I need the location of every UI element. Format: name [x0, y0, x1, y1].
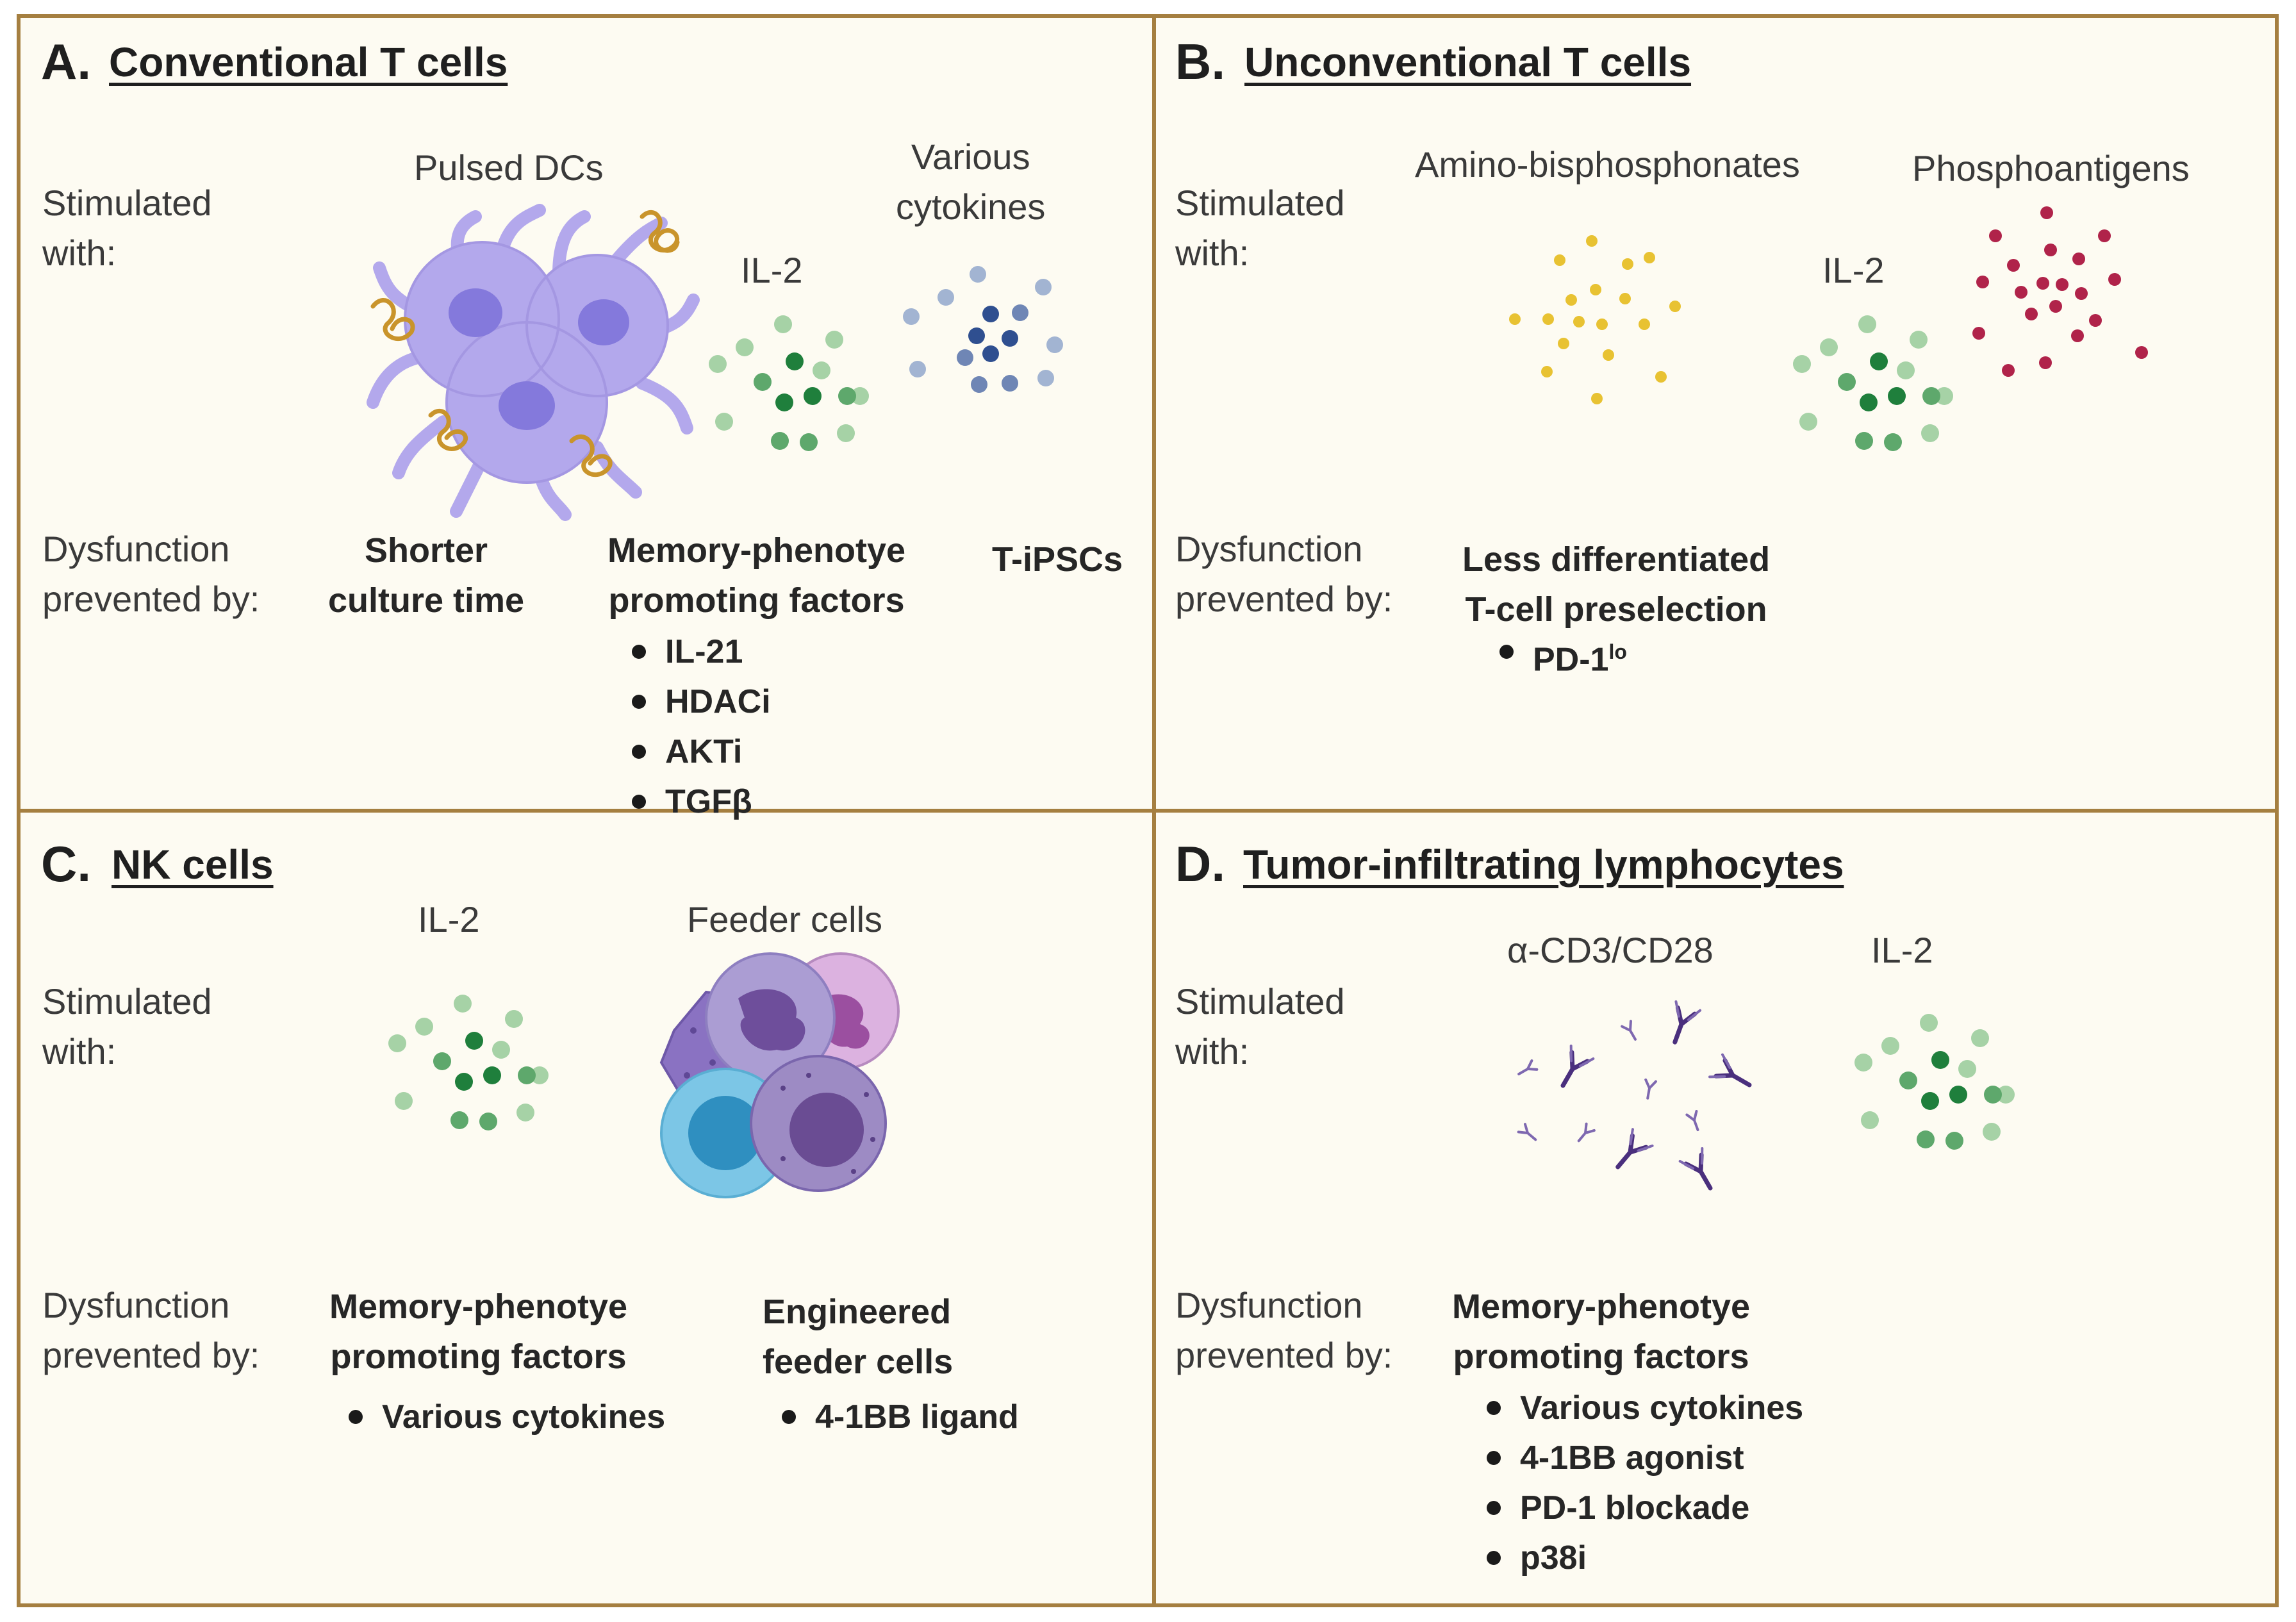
list-item: Various cytokines — [1484, 1383, 1803, 1433]
prevention-memory-factors: Memory-phenotye promoting factors — [1452, 1287, 1751, 1376]
prevention-shorter-culture: Shorter culture time — [328, 531, 525, 620]
stimulus-il2: IL-2 — [741, 250, 803, 290]
stimulus-il2: IL-2 — [418, 899, 480, 939]
dendritic-cells-illustration — [367, 204, 700, 521]
prevention-memory-factors: Memory-phenotye promoting factors — [329, 1287, 628, 1376]
panel-letter: C. — [41, 836, 91, 892]
panel-title: Unconventional T cells — [1244, 39, 1692, 85]
pd1-text: PD-1 — [1533, 641, 1609, 679]
stimulus-anti-cd3-cd28: α-CD3/CD28 — [1507, 930, 1714, 970]
stimulus-amino-bisphosphonates: Amino-bisphosphonates — [1415, 144, 1800, 185]
feeder-cell-list: 4-1BB ligand — [779, 1392, 1019, 1442]
il2-cytokine-dots — [1854, 1014, 2015, 1150]
panel-title: NK cells — [111, 841, 274, 888]
list-item: AKTi — [629, 727, 771, 777]
list-item: TGFβ — [629, 777, 771, 827]
prevention-t-ipscs: T-iPSCs — [992, 540, 1123, 579]
stimulated-with-label: Stimulated with: — [42, 183, 212, 273]
il2-cytokine-dots — [388, 995, 549, 1130]
prevention-less-differentiated: Less differentiated T-cell preselection — [1462, 540, 1771, 629]
stimulus-various-cytokines: Various cytokines — [896, 137, 1046, 227]
il2-cytokine-dots — [709, 315, 869, 451]
panel-conventional-t-cells: A. Conventional T cells Stimulated with:… — [21, 18, 1152, 820]
list-item: PD-1 blockade — [1484, 1483, 1803, 1533]
prevention-engineered-feeder: Engineered feeder cells — [763, 1293, 954, 1381]
list-item: Various cytokines — [346, 1392, 665, 1442]
panel-nk-cells: C. NK cells Stimulated with: IL-2 Feeder… — [21, 813, 1152, 1607]
panel-letter: B. — [1175, 33, 1225, 90]
il2-cytokine-dots — [1793, 315, 1953, 451]
figure-canvas: A. Conventional T cells Stimulated with:… — [17, 14, 2279, 1607]
various-cytokines-dots — [903, 266, 1063, 393]
stimulus-phosphoantigens: Phosphoantigens — [1912, 148, 2190, 188]
list-item: IL-21 — [629, 627, 771, 677]
panel-letter: D. — [1175, 836, 1225, 892]
list-item: PD-1lo — [1497, 627, 1627, 684]
memory-factor-list: IL-21 HDACi AKTi TGFβ — [629, 627, 771, 827]
feeder-cells-illustration — [659, 952, 900, 1198]
antibody-illustration — [1515, 998, 1784, 1204]
panel-title: Tumor-infiltrating lymphocytes — [1243, 841, 1844, 888]
stimulated-with-label: Stimulated with: — [1175, 183, 1345, 273]
stimulated-with-label: Stimulated with: — [1175, 981, 1345, 1072]
phosphoantigen-dots — [1972, 206, 2148, 377]
dysfunction-prevented-label: Dysfunction prevented by: — [1175, 529, 1393, 619]
panel-tumor-infiltrating-lymphocytes: D. Tumor-infiltrating lymphocytes Stimul… — [1156, 813, 2279, 1607]
bisphosphonate-dots — [1509, 235, 1681, 404]
list-item: HDACi — [629, 677, 771, 727]
dysfunction-prevented-label: Dysfunction prevented by: — [1175, 1285, 1393, 1375]
list-item: 4-1BB agonist — [1484, 1433, 1803, 1483]
til-memory-factor-list: Various cytokines 4-1BB agonist PD-1 blo… — [1484, 1383, 1803, 1583]
panel-unconventional-t-cells: B. Unconventional T cells Stimulated wit… — [1156, 18, 2279, 809]
panel-title: Conventional T cells — [109, 39, 508, 85]
stimulated-with-label: Stimulated with: — [42, 981, 212, 1072]
stimulus-feeder-cells: Feeder cells — [687, 899, 883, 939]
nk-memory-factor-list: Various cytokines — [346, 1392, 665, 1442]
panel-letter: A. — [41, 33, 91, 90]
list-item: 4-1BB ligand — [779, 1392, 1019, 1442]
stimulus-il2: IL-2 — [1871, 930, 1933, 970]
pd1-superscript: lo — [1608, 640, 1627, 663]
horizontal-divider — [21, 809, 2275, 813]
stimulus-pulsed-dcs: Pulsed DCs — [414, 147, 604, 188]
preselection-list: PD-1lo — [1497, 627, 1627, 684]
stimulus-il2: IL-2 — [1822, 250, 1885, 290]
prevention-memory-factors: Memory-phenotye promoting factors — [607, 531, 906, 620]
list-item: p38i — [1484, 1533, 1803, 1583]
dysfunction-prevented-label: Dysfunction prevented by: — [42, 529, 260, 619]
dysfunction-prevented-label: Dysfunction prevented by: — [42, 1285, 260, 1375]
